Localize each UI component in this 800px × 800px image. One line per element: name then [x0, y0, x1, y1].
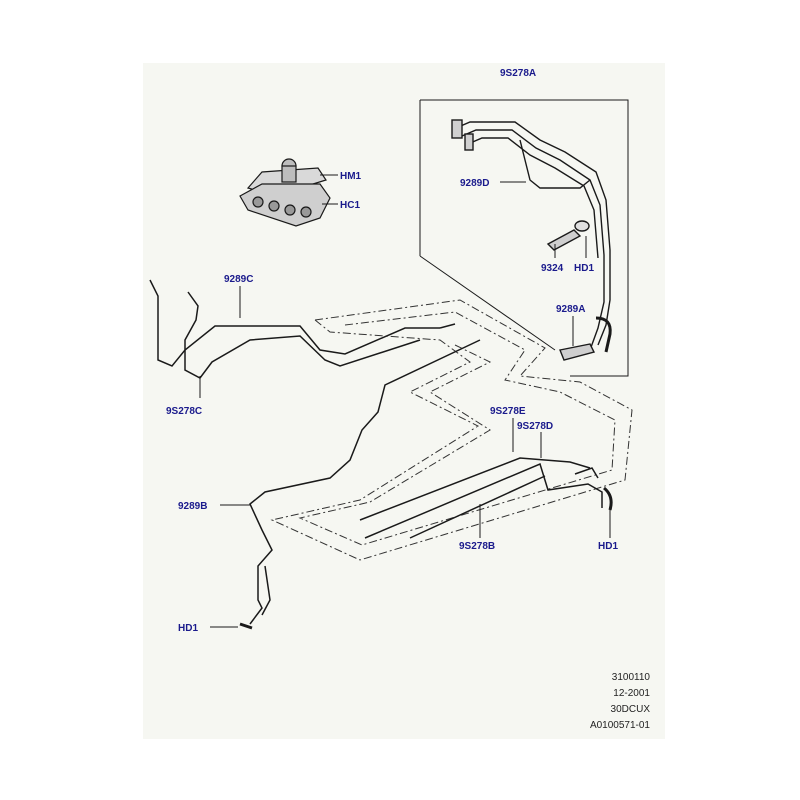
callout-9s278c: 9S278C	[166, 406, 202, 417]
callout-9289c: 9289C	[224, 274, 253, 285]
callout-9s278e: 9S278E	[490, 406, 526, 417]
callout-9289b: 9289B	[178, 501, 207, 512]
callout-9s278a: 9S278A	[500, 68, 536, 79]
callout-9324: 9324	[541, 263, 564, 274]
detail-box	[419, 99, 629, 377]
detail-pipes	[451, 119, 612, 361]
callout-9289a: 9289A	[556, 304, 585, 315]
callout-9s278d: 9S278D	[517, 421, 553, 432]
reference-line-2: 12-2001	[613, 688, 650, 699]
reference-line-1: 3100110	[611, 672, 650, 683]
pipes-9289c	[149, 279, 456, 379]
drawing-reference: 3100110 12-2001 30DCUX A0100571-01	[590, 670, 650, 734]
pipes-9289b	[239, 339, 613, 630]
callout-hd1-top: HD1	[574, 263, 594, 274]
callout-hm1: HM1	[340, 171, 362, 182]
callout-hd1-left: HD1	[178, 623, 198, 634]
reference-line-3: 30DCUX	[610, 704, 650, 715]
callout-9s278b: 9S278B	[459, 541, 495, 552]
reference-line-4: A0100571-01	[589, 720, 650, 731]
callout-9289d: 9289D	[460, 178, 489, 189]
diagram-sheet	[143, 63, 665, 739]
callout-hc1: HC1	[340, 200, 360, 211]
underbody-outline	[270, 299, 633, 561]
callout-hd1-right: HD1	[598, 541, 618, 552]
leader-lines	[199, 174, 611, 628]
clip-bracket	[239, 158, 331, 227]
